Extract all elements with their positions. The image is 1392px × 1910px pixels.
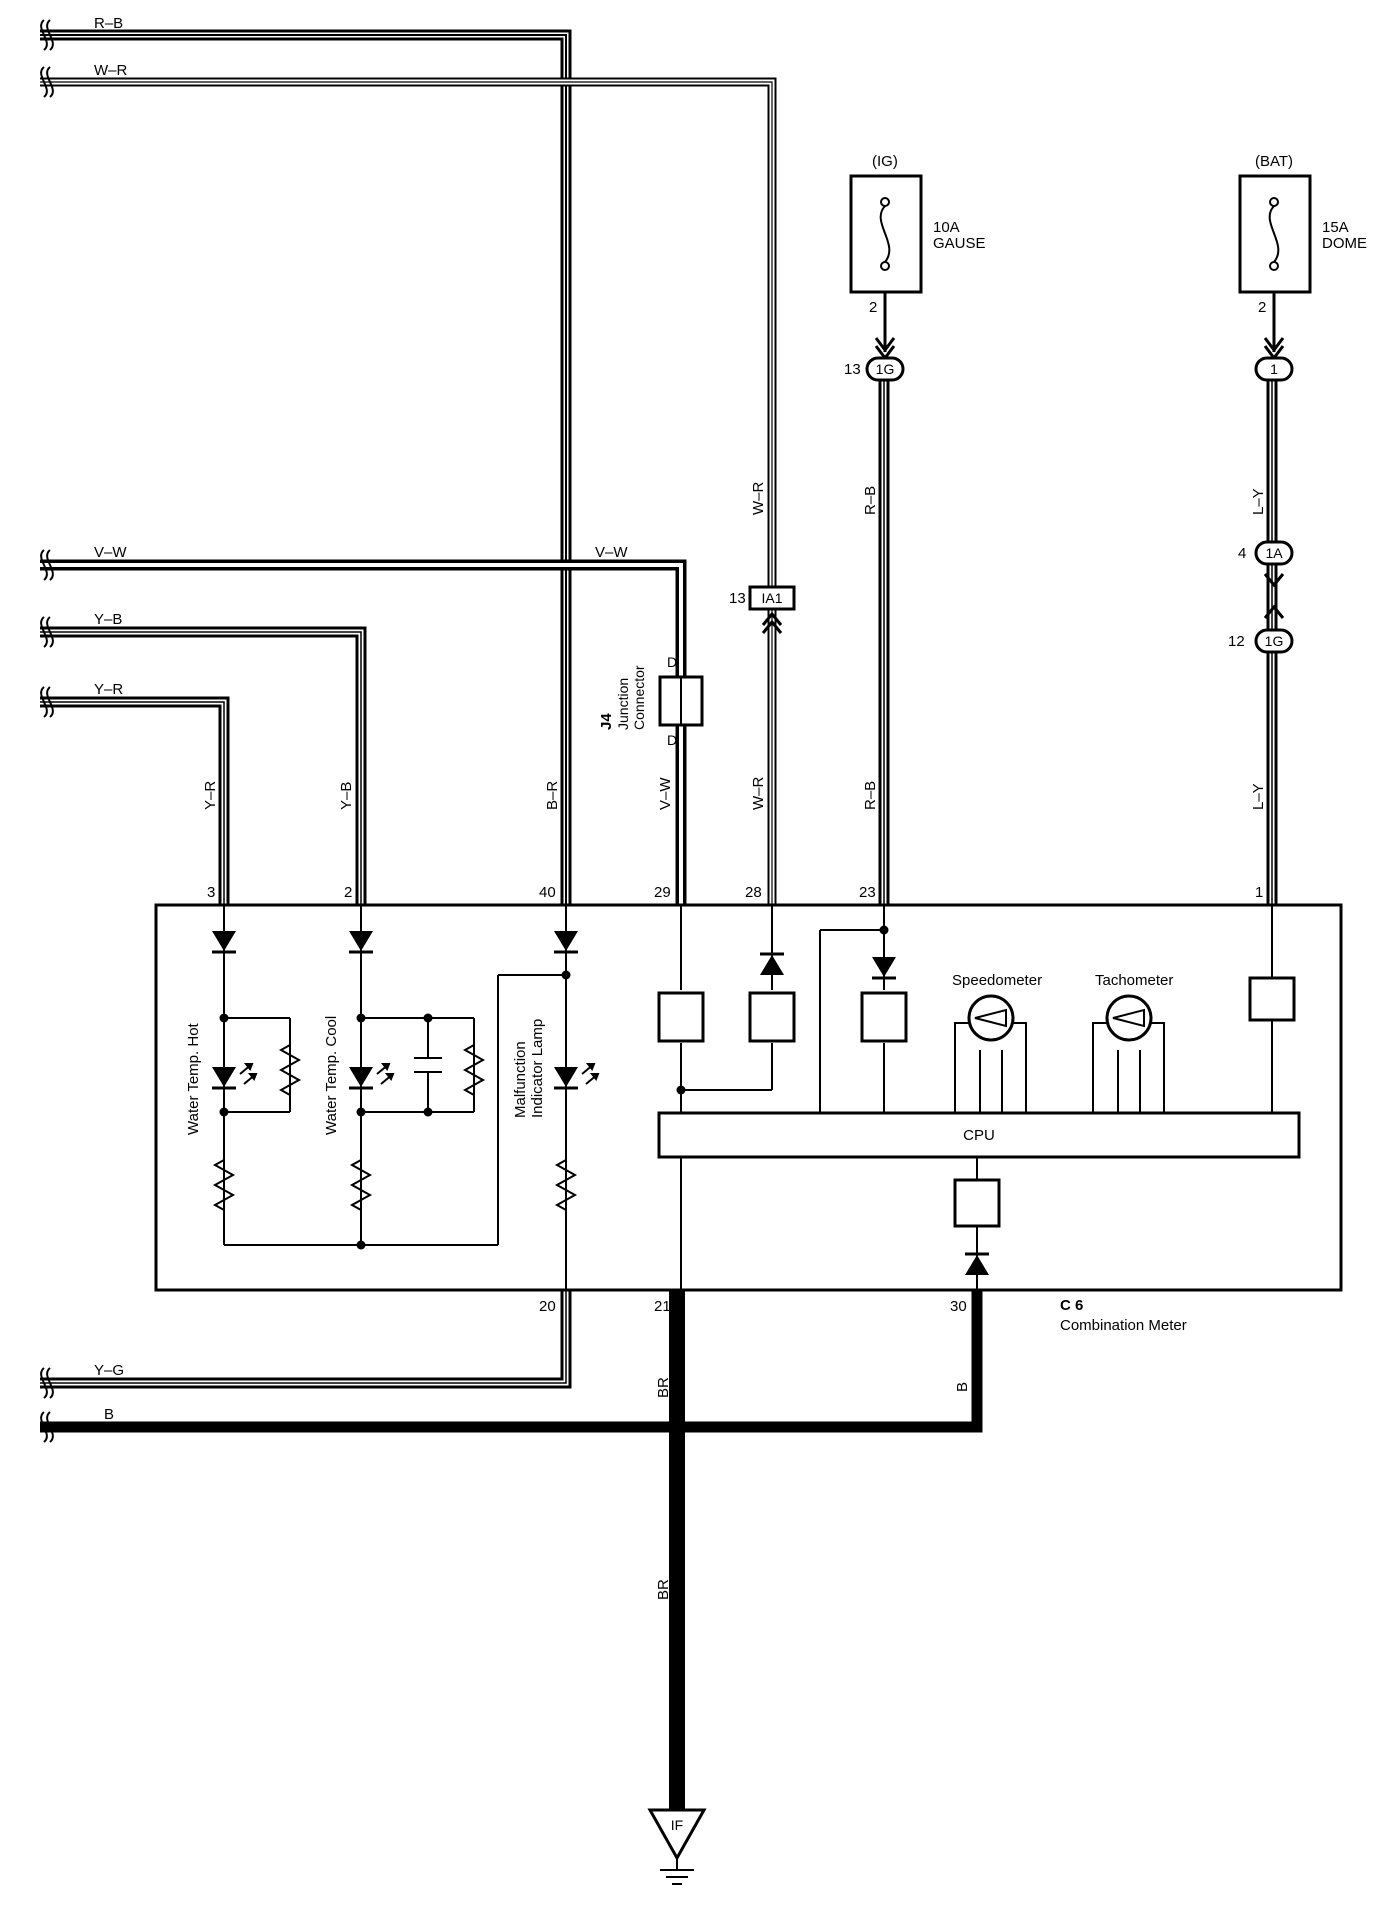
label-yr-left: Y–R — [94, 681, 123, 698]
label-yg-left: Y–G — [94, 1362, 124, 1379]
label-yb-left: Y–B — [94, 611, 122, 628]
meter-code: C 6 — [1060, 1297, 1083, 1314]
label-br-vert: B–R — [544, 781, 561, 810]
fuse-ig: (IG) 10A GAUSE 2 — [849, 153, 986, 316]
svg-text:1: 1 — [1270, 361, 1278, 377]
led-malfunction — [552, 1063, 600, 1090]
meter-pin-29: 29 — [654, 884, 671, 901]
svg-text:D: D — [667, 654, 677, 670]
fuse-ig-rating: 10A — [933, 219, 960, 236]
tachometer-icon — [1105, 994, 1153, 1042]
svg-text:D: D — [667, 732, 677, 748]
label-rb-lower: R–B — [862, 781, 879, 810]
label-rb-top: R–B — [94, 15, 123, 32]
fuse-bat-name: DOME — [1322, 235, 1367, 252]
wire-rb-top — [40, 29, 572, 905]
label-mil-line2: Indicator Lamp — [529, 1019, 546, 1118]
meter-pin-2: 2 — [344, 884, 352, 901]
fuse-ig-pin: 2 — [869, 299, 877, 316]
wire-yb — [40, 626, 367, 905]
fuse-bat: (BAT) 15A DOME 2 — [1238, 153, 1367, 316]
wire-vw — [40, 559, 687, 905]
diode-pin40 — [552, 929, 580, 954]
fuse-outputs — [874, 292, 1285, 361]
junction-connector-j4: D D J4 Junction Connector — [598, 654, 704, 748]
label-yr-vert: Y–R — [202, 781, 219, 810]
wire-labels: R–B W–R V–W V–W Y–B Y–R Y–G B Y–R Y–B B–… — [94, 15, 1267, 1600]
label-wr-lower: W–R — [750, 777, 767, 811]
svg-text:IA1: IA1 — [761, 590, 782, 606]
label-vw-mid: V–W — [595, 544, 628, 561]
j4-line2: Connector — [631, 665, 647, 730]
label-yb-vert: Y–B — [338, 782, 355, 810]
connector-ia1-pin: 13 — [729, 590, 746, 607]
meter-pin-20: 20 — [539, 1298, 556, 1315]
diode-pin30 — [963, 1252, 991, 1277]
connector-bat-1a: 1A 4 — [1238, 540, 1294, 619]
connector-bat-1g: 1G 12 — [1228, 628, 1294, 654]
label-b-left: B — [104, 1406, 114, 1423]
label-ly-lower: L–Y — [1250, 783, 1267, 810]
led-water-hot — [210, 1063, 258, 1090]
label-mil-line1: Malfunction — [512, 1041, 529, 1118]
led-water-cool — [347, 1063, 395, 1090]
label-br-lower2: BR — [655, 1579, 672, 1600]
connector-bat-1a-pin: 4 — [1238, 545, 1246, 562]
svg-text:1G: 1G — [1265, 633, 1284, 649]
label-vw-left: V–W — [94, 544, 127, 561]
label-tachometer: Tachometer — [1095, 972, 1173, 989]
wire-wr-top — [40, 77, 777, 905]
diode-pin2 — [347, 929, 375, 954]
diode-pin28 — [758, 952, 786, 977]
label-speedometer: Speedometer — [952, 972, 1042, 989]
meter-name: Combination Meter — [1060, 1317, 1187, 1334]
diode-pin23 — [870, 955, 898, 980]
label-br-lower1: BR — [655, 1377, 672, 1398]
meter-pin-28: 28 — [745, 884, 762, 901]
fuse-ig-name: GAUSE — [933, 235, 986, 252]
meter-pin-23: 23 — [859, 884, 876, 901]
label-b-vert: B — [954, 1382, 971, 1392]
label-ly-upper: L–Y — [1250, 488, 1267, 515]
j4-code: J4 — [598, 713, 615, 730]
connector-bat-1: 1 — [1254, 356, 1294, 382]
wire-breaks — [40, 19, 54, 1443]
speedometer-icon — [967, 994, 1015, 1042]
meter-pin-3: 3 — [207, 884, 215, 901]
label-wr-top: W–R — [94, 62, 128, 79]
meter-interface-boxes — [657, 976, 1296, 1228]
ground-if: IF — [647, 1808, 707, 1885]
svg-text:1G: 1G — [876, 361, 895, 377]
fuse-bat-supply: (BAT) — [1255, 153, 1293, 170]
fuse-ig-supply: (IG) — [872, 153, 898, 170]
label-water-temp-cool: Water Temp. Cool — [323, 1016, 340, 1135]
meter-pin-30: 30 — [950, 1298, 967, 1315]
diode-pin3 — [210, 929, 238, 954]
label-water-temp-hot: Water Temp. Hot — [185, 1022, 202, 1135]
fuse-bat-pin: 2 — [1258, 299, 1266, 316]
cpu-block: CPU — [657, 1111, 1301, 1159]
connector-ig-1g: 1G 13 — [844, 356, 905, 382]
ground-label: IF — [671, 1817, 683, 1833]
connector-bat-1g-pin: 12 — [1228, 633, 1245, 650]
meter-pin-1: 1 — [1255, 884, 1263, 901]
connector-ig-1g-pin: 13 — [844, 361, 861, 378]
label-cpu: CPU — [963, 1127, 995, 1144]
svg-text:1A: 1A — [1265, 545, 1283, 561]
label-vw-vert: V–W — [657, 777, 674, 810]
meter-pin-40: 40 — [539, 884, 556, 901]
fuse-bat-rating: 15A — [1322, 219, 1349, 236]
wire-yg — [40, 1290, 572, 1389]
label-rb-upper: R–B — [862, 486, 879, 515]
connector-ia1: IA1 13 — [729, 585, 796, 634]
combination-meter: 3 2 40 29 28 23 1 20 21 30 C 6 Combinati… — [154, 884, 1343, 1433]
wire-yr — [40, 696, 230, 905]
meter-pin-21: 21 — [654, 1298, 671, 1315]
j4-line1: Junction — [615, 678, 631, 730]
label-wr-upper: W–R — [750, 482, 767, 516]
wire-b — [40, 1290, 983, 1433]
